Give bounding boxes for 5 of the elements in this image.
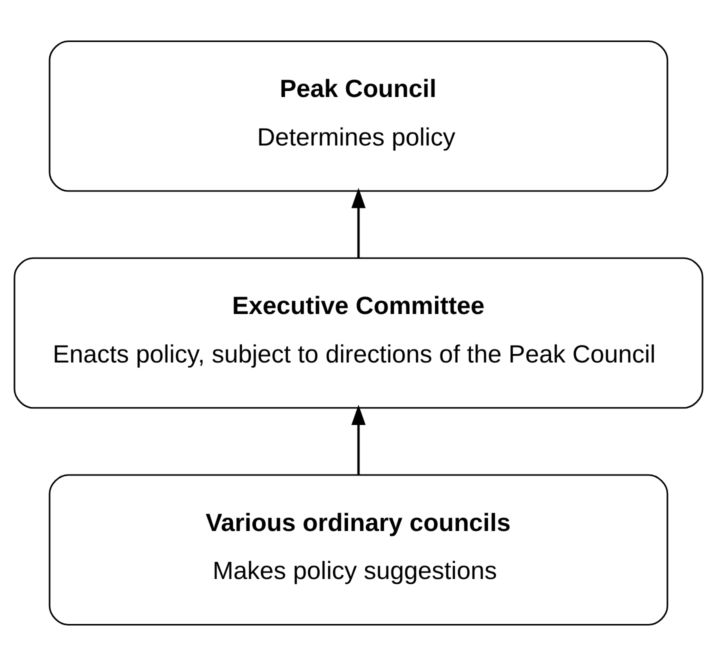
node-box: Executive Committee Enacts policy, subject to directions of the Peak Council	[14, 257, 704, 409]
arrow	[351, 404, 366, 475]
node-box: Peak Council Determines policy	[48, 40, 668, 192]
node-box: Various ordinary councils Makes policy suggestions	[48, 474, 668, 626]
arrow	[351, 188, 366, 258]
